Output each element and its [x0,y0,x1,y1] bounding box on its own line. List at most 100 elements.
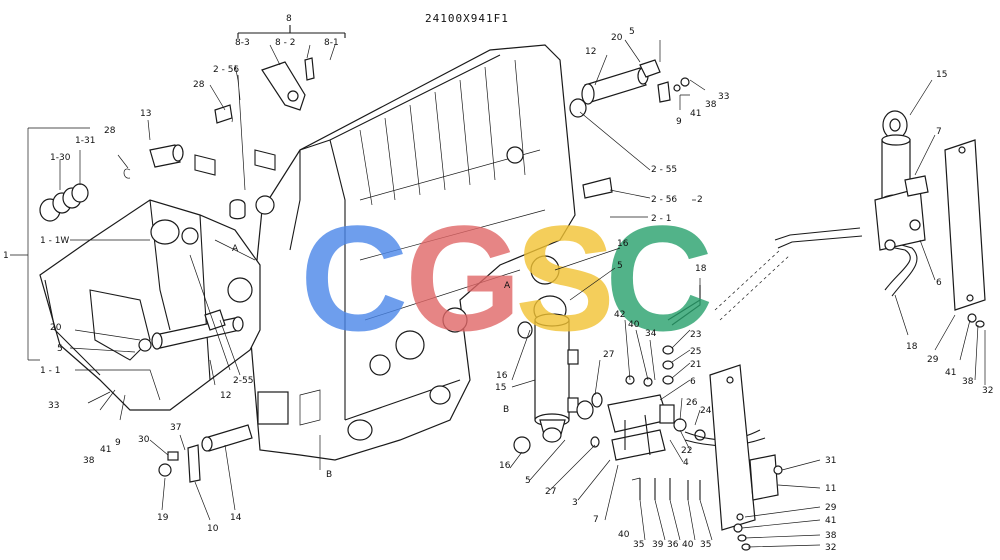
label-20-left: 20 [50,323,62,333]
label-7-right: 7 [936,127,942,137]
label-16-middle: 16 [496,371,508,381]
label-6-right: 6 [936,278,942,288]
label-40-middle: 40 [628,320,640,330]
label-1-30: 1-30 [50,153,71,163]
label-24: 24 [700,406,712,416]
label-19: 19 [157,513,169,523]
label-22: 22 [681,446,692,456]
label-8-1: 8-1 [324,38,339,48]
label-38-bottom: 38 [825,531,837,541]
label-2-56-right: 2 - 56 [651,195,677,205]
part-labels: 8 8-3 8 - 2 8-1 2 - 56 28 13 28 1 1-31 1… [3,14,993,553]
label-15-middle: 15 [495,383,506,393]
label-2: 2 [697,195,703,205]
lower-shaft [138,309,244,352]
label-2-55-left: 2-55 [233,376,253,386]
left-bracket [39,149,276,411]
label-14: 14 [230,513,242,523]
hoses [699,227,918,321]
label-15-right: 15 [936,70,947,80]
label-1-1: 1 - 1 [40,366,60,376]
label-38-right: 38 [705,100,717,110]
label-35-bottom-1: 35 [633,540,644,550]
label-7-bottom: 7 [593,515,599,525]
label-33-left: 33 [48,401,59,411]
label-21: 21 [690,360,701,370]
plate-far-right [944,139,986,328]
label-33-right: 33 [718,92,729,102]
label-2-56-top: 2 - 56 [213,65,239,75]
cylinder-middle [533,295,579,443]
label-41-bottom: 41 [825,516,836,526]
watermark-letter-g: G [405,194,522,362]
label-2-55-right: 2 - 55 [651,165,677,175]
label-28-left: 28 [104,126,116,136]
label-13: 13 [140,109,151,119]
label-11: 11 [825,484,836,494]
label-40-bottom-1: 40 [618,530,630,540]
label-B-bottom: B [326,470,332,480]
label-5-bottom: 5 [525,476,531,486]
label-8: 8 [286,14,292,24]
label-40-bottom-2: 40 [682,540,694,550]
label-31: 31 [825,456,836,466]
label-2-1: 2 - 1 [651,214,671,224]
label-18-right: 18 [906,342,918,352]
label-42: 42 [614,310,625,320]
label-6-middle: 6 [690,377,696,387]
label-41-right-low: 41 [945,368,956,378]
label-12-left: 12 [220,391,231,401]
main-frame [249,44,576,461]
label-35-bottom-2: 35 [700,540,711,550]
watermark-letter-c2: C [605,194,713,362]
label-10: 10 [207,524,219,534]
label-5-middle: 5 [617,261,623,271]
valve-block [607,299,766,500]
label-5-left: 5 [57,344,63,354]
label-30: 30 [138,435,150,445]
label-16-top: 16 [617,239,629,249]
label-23: 23 [690,330,701,340]
upper-right-pin [569,59,690,199]
plate-lower-right [709,364,783,551]
left-bushings [39,104,246,222]
label-25: 25 [690,347,701,357]
label-34: 34 [645,329,657,339]
label-12-right: 12 [585,47,596,57]
watermark-letter-c1: C [300,194,408,362]
seals [513,321,603,454]
label-29-right: 29 [927,355,939,365]
label-20-right: 20 [611,33,623,43]
top-bracket-8 [237,25,346,111]
label-38-right-low: 38 [962,377,974,387]
label-1-1W: 1 - 1W [40,236,69,246]
label-32-bottom: 32 [825,543,836,553]
leader-lines [10,39,986,548]
watermark: C G S C [300,194,713,362]
label-41-left: 41 [100,445,111,455]
label-1: 1 [3,251,9,261]
label-8-2: 8 - 2 [275,38,295,48]
label-A-left: A [232,244,239,254]
label-27-top: 27 [603,350,614,360]
label-9-left: 9 [115,438,121,448]
label-37: 37 [170,423,181,433]
watermark-letter-s: S [515,194,615,362]
cylinder-right [874,110,929,251]
label-9-right: 9 [676,117,682,127]
label-8-3: 8-3 [235,38,250,48]
label-39: 39 [652,540,664,550]
label-32-right: 32 [982,386,993,396]
label-16-bottom: 16 [499,461,511,471]
label-29-bottom: 29 [825,503,837,513]
label-18-middle: 18 [695,264,707,274]
label-41-right: 41 [690,109,701,119]
label-36: 36 [667,540,679,550]
label-5-top: 5 [629,27,635,37]
label-38-left: 38 [83,456,95,466]
label-B-right: B [503,405,509,415]
drawing-number: 24100X941F1 [425,12,509,25]
label-A-right: A [504,281,511,291]
label-4: 4 [683,458,689,468]
